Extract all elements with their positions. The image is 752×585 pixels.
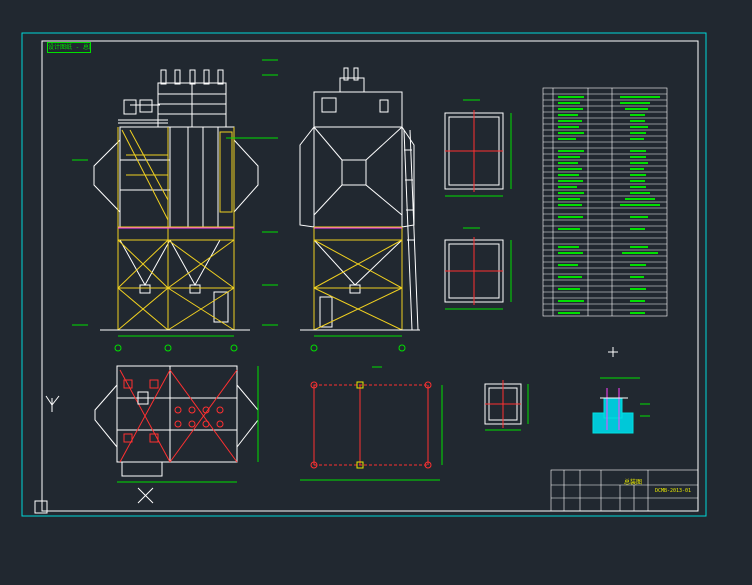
detail-view-a <box>444 99 512 197</box>
anchor-detail <box>592 347 650 434</box>
side-elevation-view <box>299 67 420 352</box>
corner-box <box>34 500 48 514</box>
inner-frame <box>41 40 699 512</box>
title-block <box>550 469 699 512</box>
plan-view <box>94 365 259 504</box>
foundation-plan <box>300 366 443 481</box>
sheet-title: 总装图 <box>623 479 642 486</box>
drawing-tag: 设计图纸 - 总图布置图 <box>47 42 91 53</box>
detail-view-b <box>444 227 512 310</box>
front-elevation-view <box>72 59 278 352</box>
spec-table <box>542 87 668 317</box>
spec-table-text-marks <box>558 96 660 314</box>
ucs-icon <box>45 395 60 412</box>
detail-view-c <box>484 380 529 431</box>
sheet-code: DCMB-2013-01 <box>654 488 692 494</box>
outer-frame <box>21 32 707 517</box>
